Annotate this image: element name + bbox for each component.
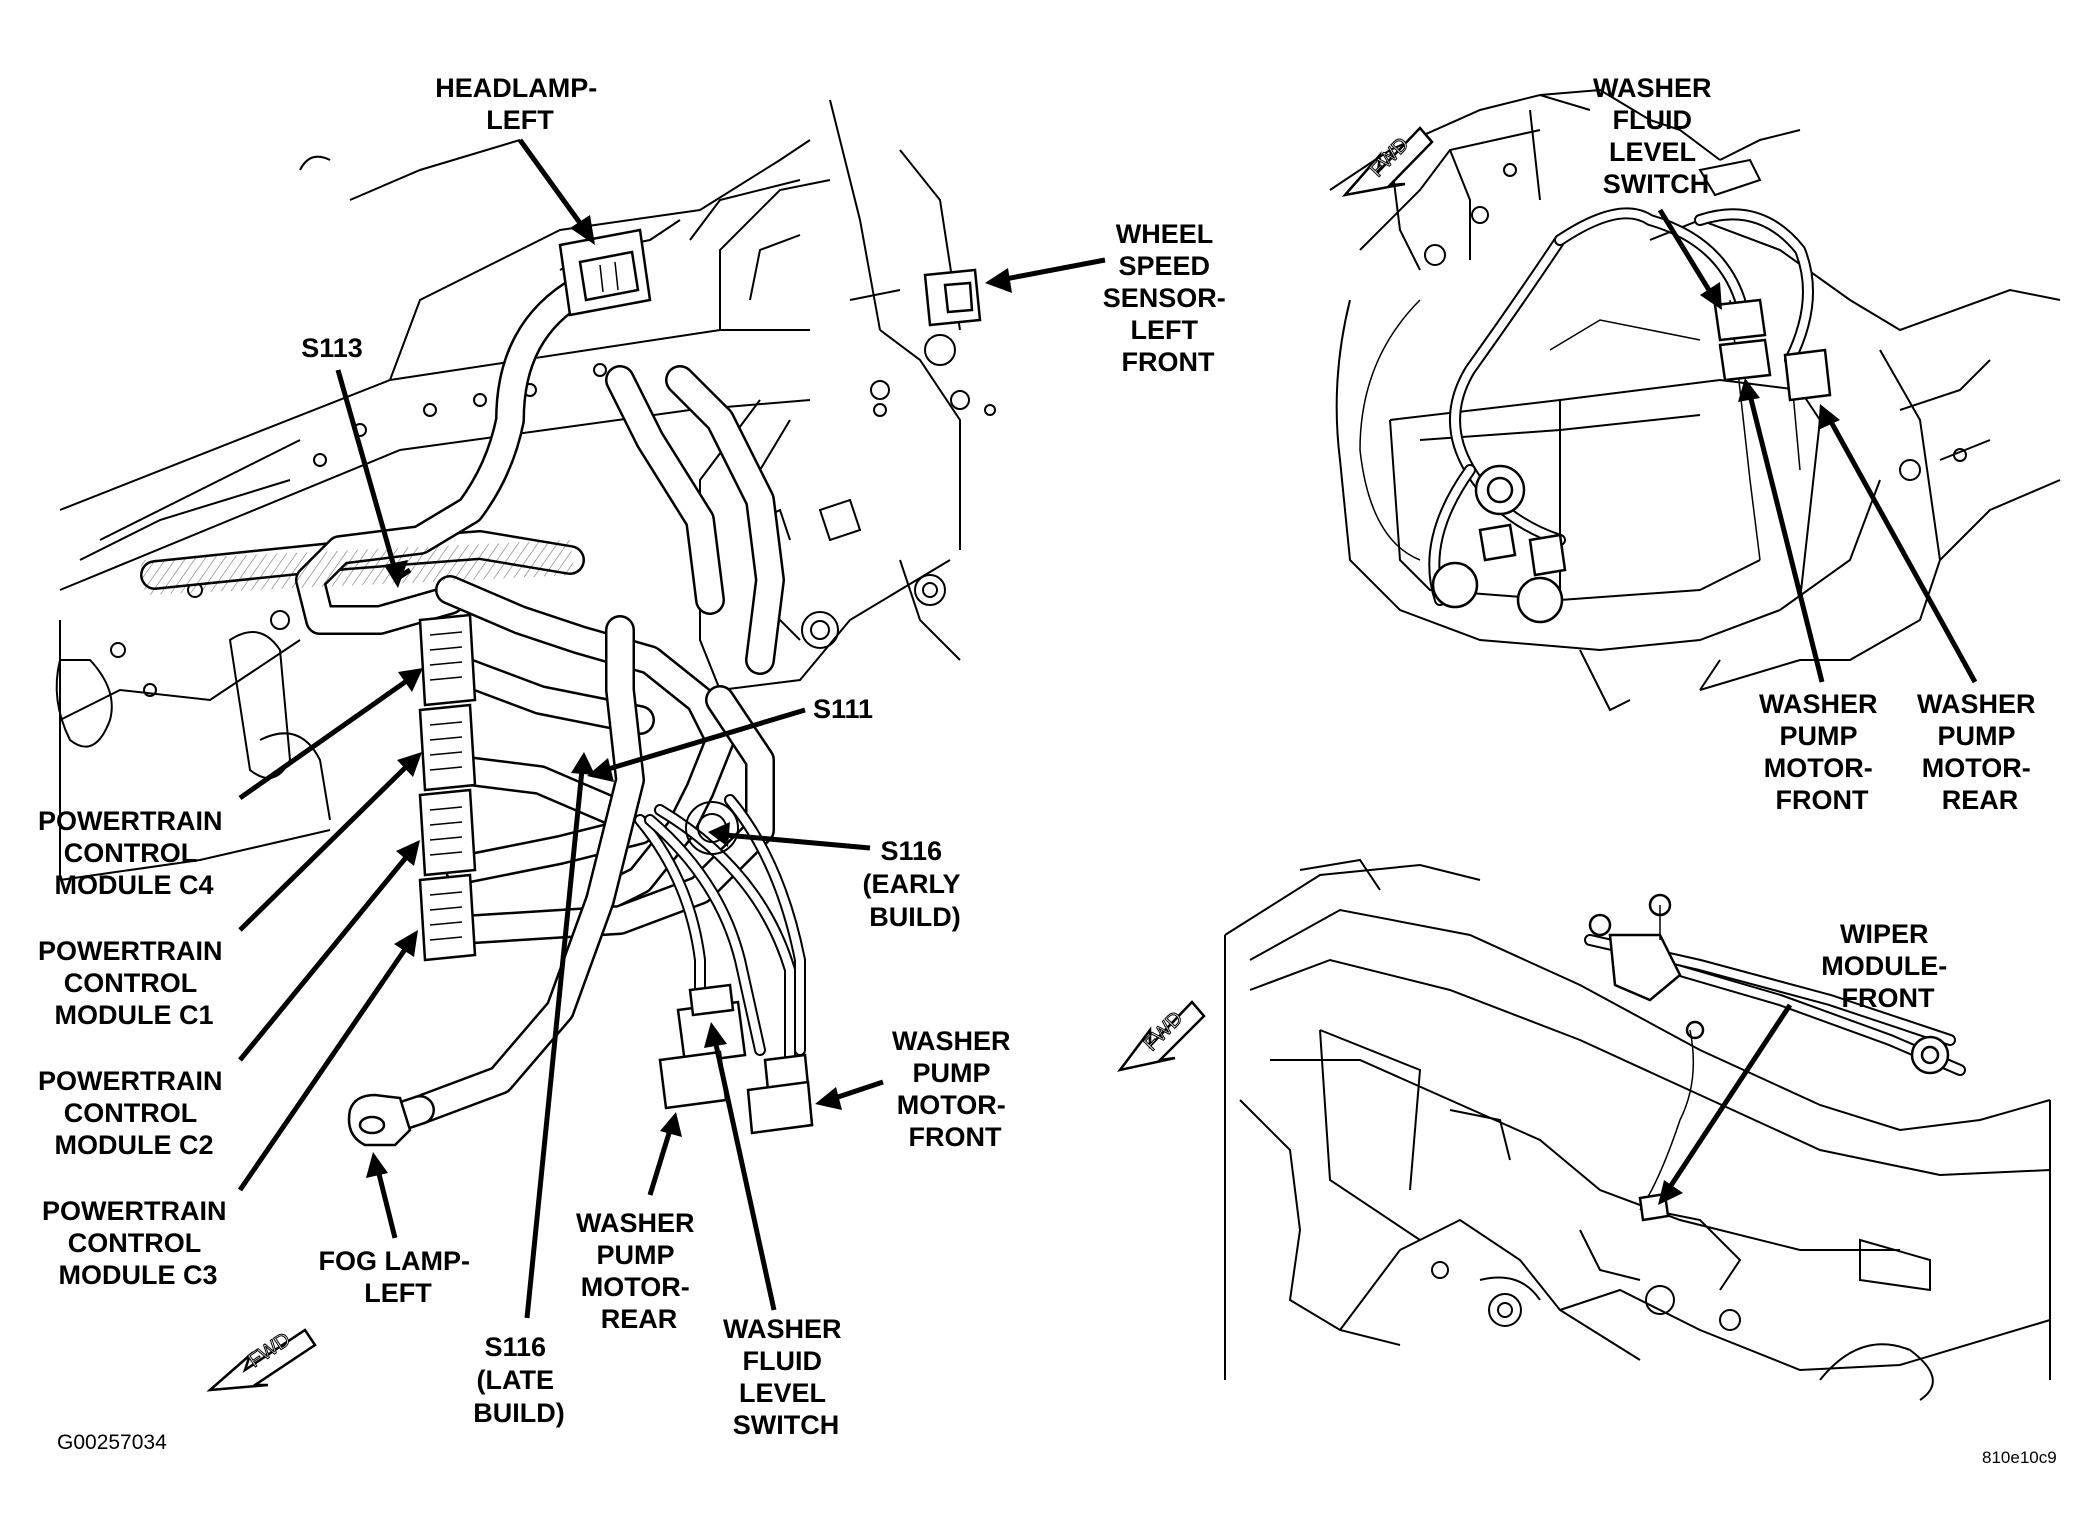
fog-lamp-left-connector (347, 1093, 435, 1147)
washer-fluid-switch-connector (688, 983, 735, 1017)
reservoir-connectors (1431, 298, 1832, 624)
main-view: FWD (55, 99, 1106, 1392)
label-washer-fluid-level-switch-main: WASHER FLUID LEVEL SWITCH (723, 1314, 849, 1440)
inset-washer-reservoir: FWD (1329, 88, 2061, 712)
fwd-arrow-reservoir: FWD (1341, 126, 1434, 197)
label-headlamp-left: HEADLAMP- LEFT (435, 73, 605, 135)
label-s116-early-build: S116 (EARLY BUILD) (862, 836, 967, 932)
label-s113: S113 (301, 333, 363, 363)
label-washer-fluid-level-switch-inset: WASHER FLUID LEVEL SWITCH (1593, 73, 1719, 199)
label-s111: S111 (813, 694, 873, 724)
cowl-structure (1224, 858, 2051, 1401)
label-wheel-speed-sensor-left-front: WHEEL SPEED SENSOR- LEFT FRONT (1103, 219, 1234, 377)
reservoir-structure (1329, 88, 2061, 712)
fwd-arrow-main: FWD (206, 1328, 317, 1392)
label-washer-pump-motor-front-inset: WASHER PUMP MOTOR- FRONT (1759, 689, 1885, 815)
label-wiper-module-front: WIPER MODULE- FRONT (1821, 919, 1955, 1013)
reservoir-leader-lines (1657, 208, 1978, 684)
reservoir-wiring (1359, 207, 1814, 606)
fwd-arrow-wiper: FWD (1116, 1000, 1206, 1072)
label-washer-pump-motor-rear-main: WASHER PUMP MOTOR- REAR (576, 1208, 702, 1334)
label-pcm-c4: POWERTRAIN CONTROL MODULE C4 (38, 806, 230, 900)
figure-id: G00257034 (57, 1431, 167, 1454)
label-pcm-c3: POWERTRAIN CONTROL MODULE C3 (42, 1196, 234, 1290)
figure-code: 810e10c9 (1982, 1448, 2057, 1467)
main-wiring-harness (140, 275, 806, 1125)
label-fog-lamp-left: FOG LAMP- LEFT (319, 1246, 478, 1308)
wiper-linkage (1584, 893, 1966, 1222)
headlamp-left-connector (558, 228, 652, 317)
label-pcm-c2: POWERTRAIN CONTROL MODULE C2 (38, 1066, 230, 1160)
label-pcm-c1: POWERTRAIN CONTROL MODULE C1 (38, 936, 230, 1030)
washer-pump-front-connector (746, 1053, 814, 1135)
wiper-leader-lines (1658, 1003, 1793, 1205)
main-leader-lines (237, 138, 1106, 1319)
washer-pump-rear-connector (658, 1000, 747, 1110)
label-washer-pump-motor-rear-inset: WASHER PUMP MOTOR- REAR (1917, 689, 2043, 815)
main-connectors (347, 228, 982, 1147)
pcm-connectors (418, 613, 477, 962)
callout-labels: HEADLAMP- LEFT S113 WHEEL SPEED SENSOR- … (38, 73, 2057, 1467)
wheel-speed-sensor-connector (923, 268, 982, 327)
label-s116-late-build: S116 (LATE BUILD) (473, 1332, 564, 1428)
label-washer-pump-motor-front-main: WASHER PUMP MOTOR- FRONT (892, 1026, 1018, 1152)
main-body-structure (55, 99, 996, 881)
